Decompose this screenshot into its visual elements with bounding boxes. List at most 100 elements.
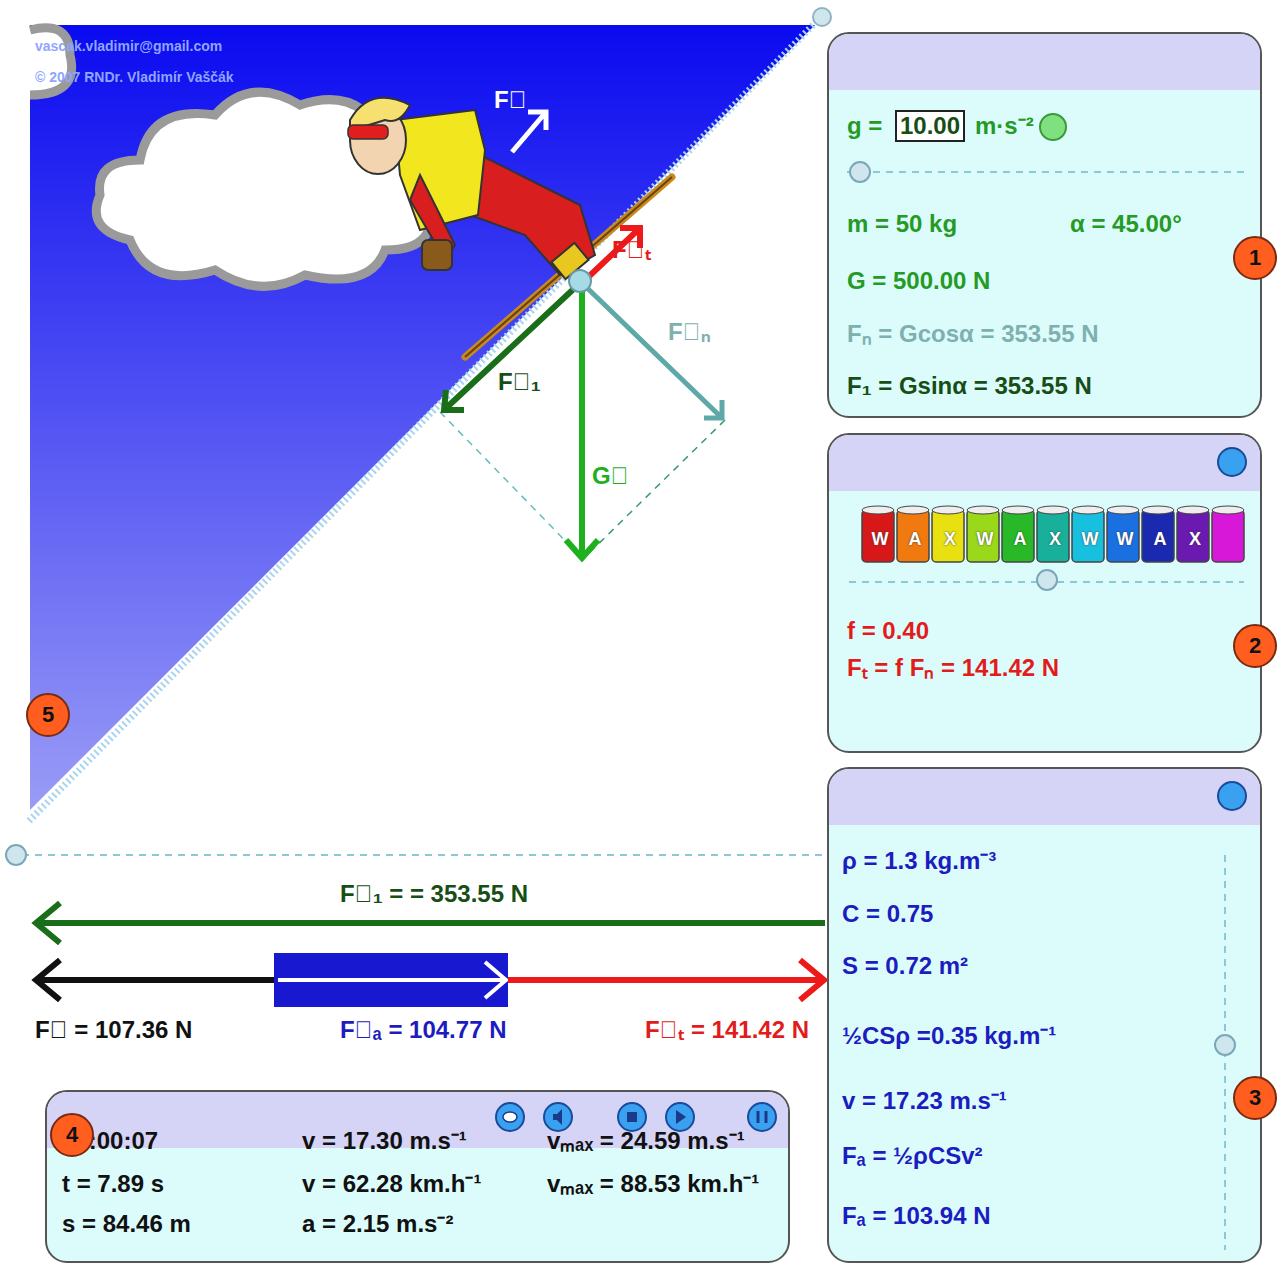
wax-letter: X — [1180, 525, 1210, 553]
bar-label: F⃗ₐ = 104.77 N — [340, 1016, 506, 1044]
wax-letter: X — [1040, 525, 1070, 553]
wax-can — [1072, 510, 1104, 562]
wax-can — [1107, 510, 1139, 562]
bar-separator — [6, 845, 825, 865]
callout-number: 5 — [28, 695, 68, 735]
callout-number: 2 — [1235, 626, 1275, 666]
wax-can-lid — [1212, 506, 1244, 514]
force-label: G⃗ — [592, 462, 629, 490]
wax-can-lid — [1142, 506, 1174, 514]
wax-can — [1212, 510, 1244, 562]
stop-icon — [627, 1112, 637, 1122]
wax-letter: A — [1145, 525, 1175, 553]
panel-header — [829, 34, 1260, 90]
panel-decor — [827, 433, 1262, 753]
force-label: F⃗ — [494, 86, 527, 114]
value-text: F₁ = Gsinα = 353.55 N — [847, 372, 1092, 400]
value-text: Fₜ = f Fₙ = 141.42 N — [847, 654, 1059, 682]
wax-can — [932, 510, 964, 562]
wax-can — [967, 510, 999, 562]
bar-label: F⃗₁ = = 353.55 N — [340, 880, 528, 908]
wax-can-lid — [862, 506, 894, 514]
bar-label: F⃗ = 107.36 N — [35, 1016, 192, 1044]
panel-header — [829, 435, 1260, 491]
callout-number: 2 — [1233, 624, 1277, 668]
slider-handle — [850, 162, 870, 182]
value-text: 10.00 — [895, 110, 965, 142]
value-text: g = — [847, 112, 882, 140]
gravity-panel: g = 10.00 m·s⁻² m = 50 kg α = 45.00° G = 500.… — [827, 32, 1262, 418]
wax-can — [1002, 510, 1034, 562]
value-text: C = 0.75 — [842, 900, 933, 928]
friction-panel: WAXWAXWWAXf = 0.40Fₜ = f Fₙ = 141.42 N — [827, 433, 1262, 753]
value-text: a = 2.15 m.s⁻² — [302, 1210, 453, 1238]
value-text: G = 500.00 N — [847, 267, 990, 295]
wax-letter: W — [970, 525, 1000, 553]
value-text: v = 17.30 m.s⁻¹ — [302, 1127, 467, 1155]
force-label: F⃗₁ — [498, 368, 541, 396]
value-text: t = 7.89 s — [62, 1170, 164, 1198]
toggle-button — [1218, 782, 1246, 810]
watermark: vascak.vladimir@gmail.com — [35, 37, 222, 55]
wax-letter: A — [900, 525, 930, 553]
value-text: m·s⁻² — [975, 112, 1034, 140]
value-text: m = 50 kg — [847, 210, 957, 238]
watermark: © 2007 RNDr. Vladimír Vaščák — [35, 68, 234, 86]
wax-can-lid — [1177, 506, 1209, 514]
panel-decor — [827, 767, 1262, 1263]
value-text: vₘₐₓ = 24.59 m.s⁻¹ — [547, 1127, 745, 1155]
callout-number: 4 — [50, 1113, 94, 1157]
wax-can-lid — [1072, 506, 1104, 514]
wax-can-lid — [967, 506, 999, 514]
control-button — [496, 1103, 524, 1131]
value-text: Fₐ = ½ρCSv² — [842, 1142, 983, 1170]
control-button — [748, 1103, 776, 1131]
pause-icon — [758, 1111, 766, 1123]
force-vectors — [440, 112, 725, 558]
wax-can-lid — [897, 506, 929, 514]
value-text: ½CSρ =0.35 kg.m⁻¹ — [842, 1022, 1056, 1050]
play-icon — [676, 1110, 686, 1124]
control-button — [544, 1103, 572, 1131]
slider-handle — [1037, 570, 1057, 590]
wax-letter: X — [935, 525, 965, 553]
value-text: ρ = 1.3 kg.m⁻³ — [842, 847, 996, 875]
wax-can — [1177, 510, 1209, 562]
wax-can — [897, 510, 929, 562]
callout-number: 1 — [1233, 236, 1277, 280]
callout-number: 3 — [1233, 1076, 1277, 1120]
wax-can-lid — [1037, 506, 1069, 514]
wax-can — [1037, 510, 1069, 562]
reset-button — [1040, 114, 1066, 140]
value-text: α = 45.00° — [1070, 210, 1182, 238]
bar-label: F⃗ₜ = 141.42 N — [645, 1016, 809, 1044]
time-panel: 00:00:07t = 7.89 ss = 84.46 mv = 17.30 m… — [45, 1090, 790, 1263]
wax-can-lid — [1107, 506, 1139, 514]
cloud — [30, 28, 430, 287]
wax-letter: W — [865, 525, 895, 553]
value-text: Fₐ = 103.94 N — [842, 1202, 990, 1230]
control-button — [618, 1103, 646, 1131]
control-button — [666, 1103, 694, 1131]
force-label: F⃗ₜ — [612, 236, 651, 264]
panel-header — [829, 769, 1260, 825]
wax-can — [862, 510, 894, 562]
wax-letter: W — [1110, 525, 1140, 553]
force-label: F⃗ₙ — [668, 318, 711, 346]
value-text: f = 0.40 — [847, 617, 929, 645]
value-text: v = 62.28 km.h⁻¹ — [302, 1170, 481, 1198]
wax-can — [1142, 510, 1174, 562]
slider-track — [847, 171, 1244, 173]
wax-letter: A — [1005, 525, 1035, 553]
wax-letter: W — [1075, 525, 1105, 553]
callout-number: 1 — [1235, 238, 1275, 278]
wax-can-lid — [932, 506, 964, 514]
callout-number: 5 — [26, 693, 70, 737]
value-text: vₘₐₓ = 88.53 km.h⁻¹ — [547, 1170, 759, 1198]
value-text: Fₙ = Gcosα = 353.55 N — [847, 320, 1099, 348]
value-text: S = 0.72 m² — [842, 952, 968, 980]
value-text: v = 17.23 m.s⁻¹ — [842, 1087, 1007, 1115]
eraser-icon — [503, 1112, 517, 1122]
value-text: s = 84.46 m — [62, 1210, 191, 1238]
